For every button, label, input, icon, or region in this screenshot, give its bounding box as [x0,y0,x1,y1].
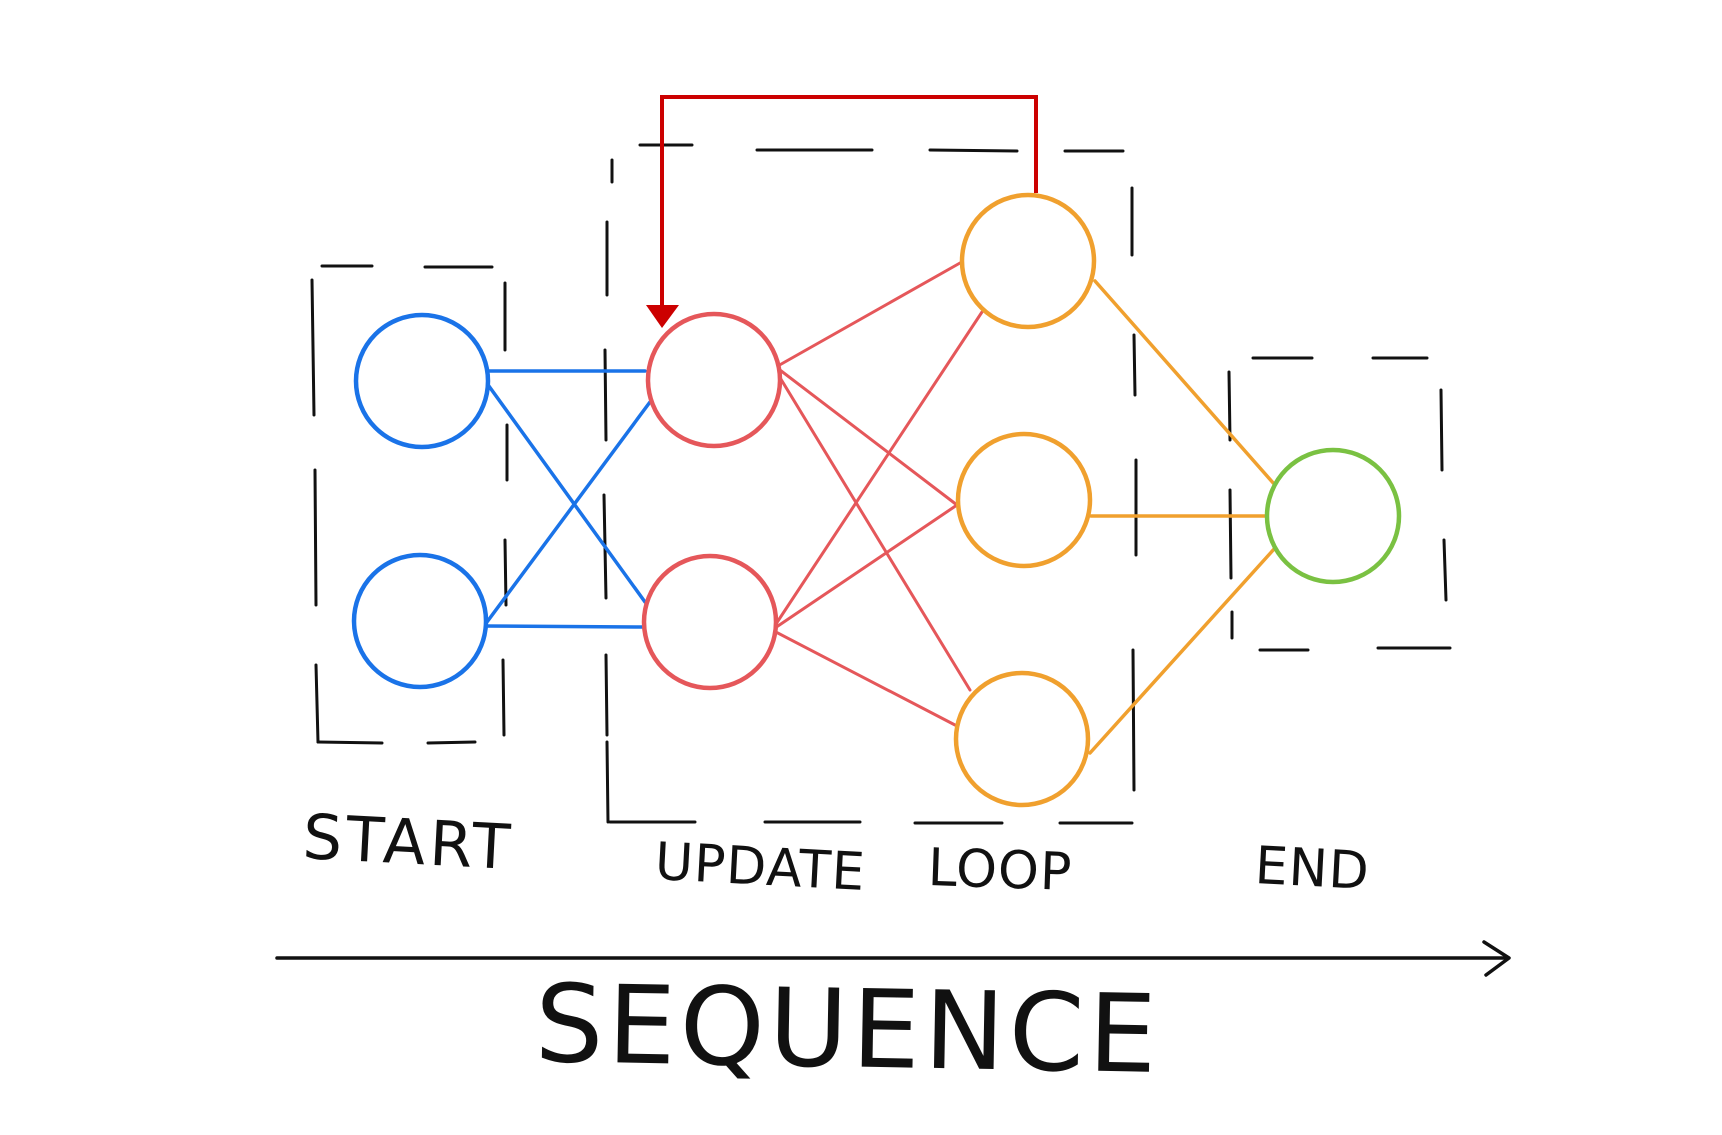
start-to-update-connections [476,369,652,629]
loop-node-1 [959,192,1097,330]
loop-to-end-connections [1088,279,1277,755]
start-node-2 [351,552,489,690]
end-group-box [1227,356,1452,652]
start-label: START [301,800,516,885]
loop-node-2 [955,431,1093,569]
feedback-loop-arrow [646,95,1038,328]
end-node [1264,447,1402,585]
start-group-box [310,264,509,745]
end-label: END [1253,836,1372,902]
update-node-1 [645,311,783,449]
loop-node-3 [953,670,1091,808]
update-node-2 [641,553,779,691]
update-to-loop-connections [770,261,984,727]
update-label: UPDATE [653,832,867,903]
update-loop-group-box [602,143,1138,825]
sequence-axis-label: SEQUENCE [533,962,1162,1098]
sequence-axis-arrow [275,940,1511,977]
loop-label: LOOP [926,838,1074,904]
start-node-1 [353,312,491,450]
